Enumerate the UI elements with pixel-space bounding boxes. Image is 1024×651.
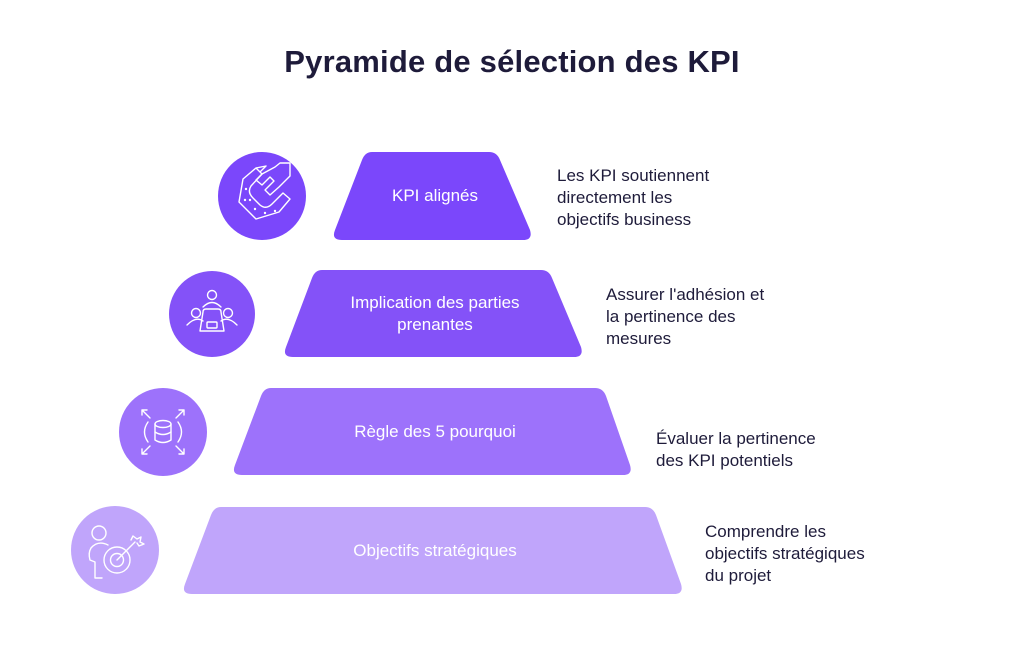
- tier-1-description: Les KPI soutiennent directement les obje…: [557, 166, 710, 229]
- tier-2-shape: [284, 270, 582, 357]
- page-title: Pyramide de sélection des KPI: [284, 44, 740, 79]
- tier-3-label-text: Règle des 5 pourquoi: [354, 421, 516, 441]
- tier-2-description: Assurer l'adhésion et la pertinence des …: [606, 285, 765, 348]
- tier-4-description: Comprendre les objectifs stratégiques du…: [705, 522, 865, 585]
- growth-arrow-icon: [218, 152, 306, 240]
- tier-1-shape: [333, 152, 531, 240]
- meeting-table-icon: [169, 271, 255, 357]
- tier-4-shape: [183, 507, 682, 594]
- tier-1-label: KPI alignés: [340, 152, 530, 240]
- tier-4-label-text: Objectifs stratégiques: [353, 540, 517, 560]
- tier-2-label-text: Implication des parties prenantes: [350, 292, 520, 334]
- tier-2-label: Implication des parties prenantes: [290, 270, 580, 357]
- database-expand-icon: [119, 388, 207, 476]
- tier-3-shape: [233, 388, 631, 475]
- tier-4-label: Objectifs stratégiques: [190, 507, 680, 594]
- tier-3-description: Évaluer la pertinence des KPI potentiels: [656, 429, 816, 470]
- person-target-icon: [71, 506, 159, 594]
- tier-1-label-text: KPI alignés: [392, 186, 478, 205]
- tier-3-label: Règle des 5 pourquoi: [240, 388, 630, 475]
